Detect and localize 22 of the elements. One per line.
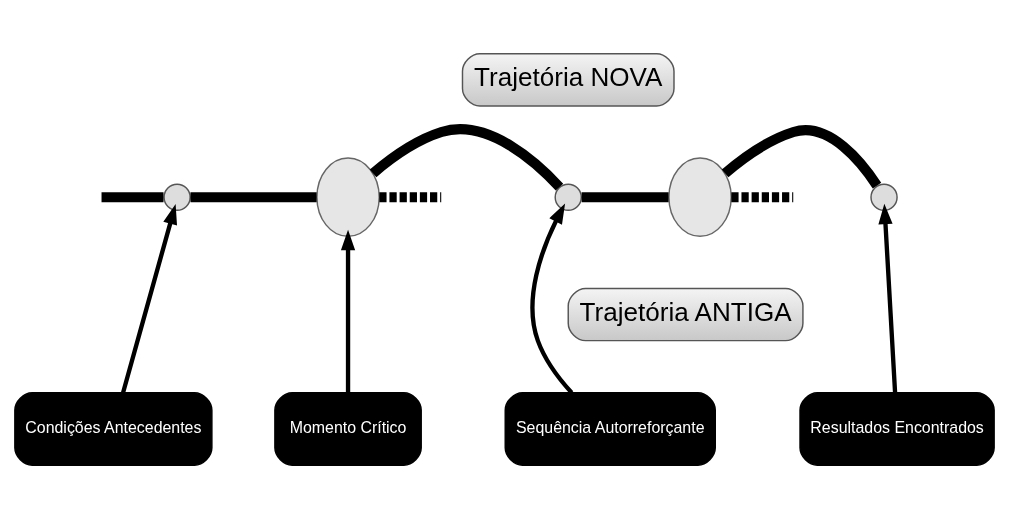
arrow — [340, 229, 356, 393]
node-box: Condições Antecedentes — [14, 391, 213, 466]
connector — [369, 123, 564, 191]
arrow — [530, 202, 574, 394]
node-circle — [554, 182, 582, 211]
arrow — [878, 203, 898, 393]
connector — [190, 191, 317, 202]
connector — [731, 191, 794, 202]
node-circle — [163, 182, 191, 211]
node-circle — [870, 182, 898, 211]
node-box: Trajetória NOVA — [461, 52, 675, 107]
node-box: Sequência Autorreforçante — [504, 391, 716, 466]
node-cloud — [316, 156, 380, 237]
node-box: Momento Crítico — [274, 391, 422, 466]
connector — [721, 124, 882, 188]
node-box: Trajetória ANTIGA — [567, 287, 804, 341]
arrow — [120, 203, 178, 393]
connector — [101, 191, 164, 202]
connector — [581, 191, 669, 202]
node-cloud — [668, 156, 732, 237]
node-box: Resultados Encontrados — [799, 391, 995, 466]
connector — [379, 191, 442, 202]
